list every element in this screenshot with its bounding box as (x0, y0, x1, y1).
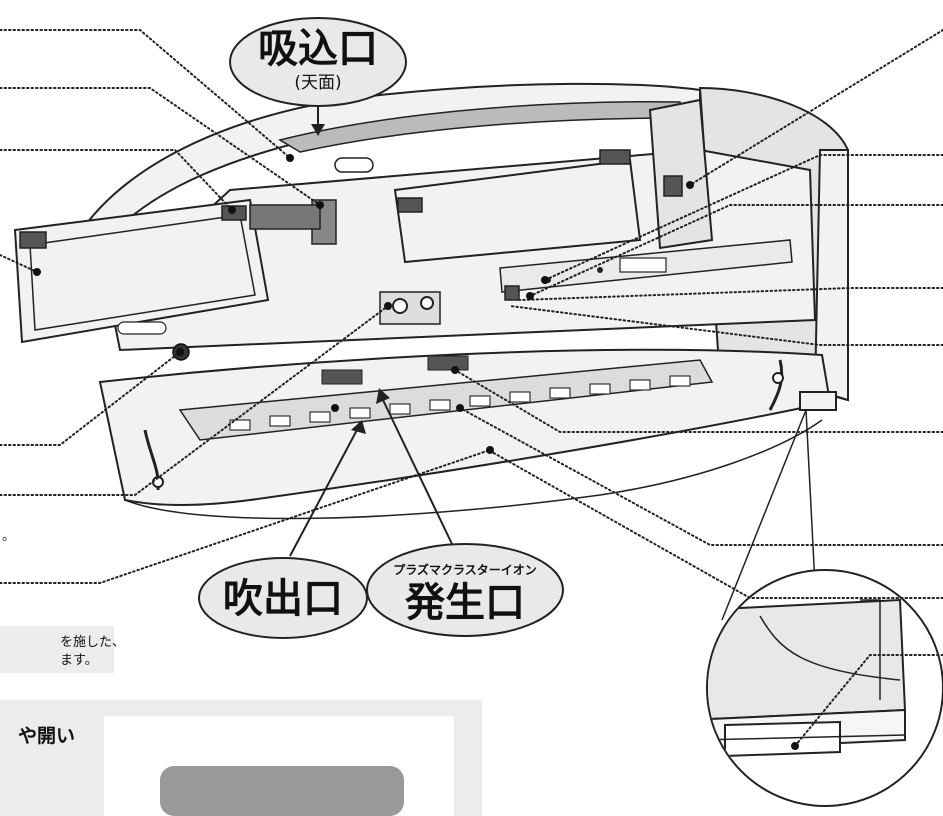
plasma-small-label: プラズマクラスターイオン (393, 562, 537, 577)
filter-left-clip (19, 231, 47, 249)
button-2 (597, 267, 603, 273)
right-hinge-pivot (772, 372, 784, 384)
intake-callout (229, 17, 407, 107)
outlet-arrow (289, 427, 359, 557)
panel-handle (334, 157, 374, 173)
plasma-vent-left (321, 369, 363, 385)
outlet-arrow-head (351, 420, 366, 434)
plasma-circle-1 (392, 298, 408, 314)
outlet-label: 吹出口 (223, 576, 343, 622)
right-switch-box (648, 98, 714, 250)
bottom-image-inset (160, 766, 404, 816)
filter-left (13, 198, 270, 344)
plasma-arrow-head (376, 388, 390, 404)
display-window (619, 257, 667, 273)
unit-body-side (813, 149, 849, 402)
magnified-detail (708, 598, 907, 758)
indicator-1 (504, 285, 520, 301)
note-line-1: を施した、 (60, 635, 125, 650)
plasma-vent-right (427, 355, 469, 371)
plasma-arrow (382, 399, 453, 545)
lower-cover-rim (124, 419, 823, 520)
intake-arrow-head (311, 124, 325, 136)
right-hinge-arm (768, 359, 784, 411)
intake-sub: (天面) (294, 73, 341, 93)
outlet-callout (198, 557, 368, 639)
note-line-2: ます。 (60, 653, 98, 668)
plasma-circle-2 (420, 296, 434, 310)
period-fragment: 。 (2, 529, 15, 544)
plasma-big-label: 発生口 (405, 580, 525, 626)
intake-title: 吸込口 (258, 26, 378, 72)
leader-dots (33, 154, 799, 750)
magnifier-line-left (721, 409, 807, 621)
leader-lines (0, 29, 943, 747)
filter-right (393, 158, 642, 264)
box-line-1: や開い (18, 725, 75, 747)
switch (663, 175, 683, 197)
filter-left-frame (29, 214, 256, 331)
note-grey-rect (0, 626, 114, 673)
filter-right-clip (397, 197, 423, 213)
drive-housing (249, 204, 321, 230)
filter-right-clip-2 (599, 149, 631, 165)
drain-cover (799, 391, 837, 411)
plasma-callout (366, 543, 564, 637)
outlet-slots (229, 375, 691, 431)
filter-left-tab (117, 321, 167, 335)
